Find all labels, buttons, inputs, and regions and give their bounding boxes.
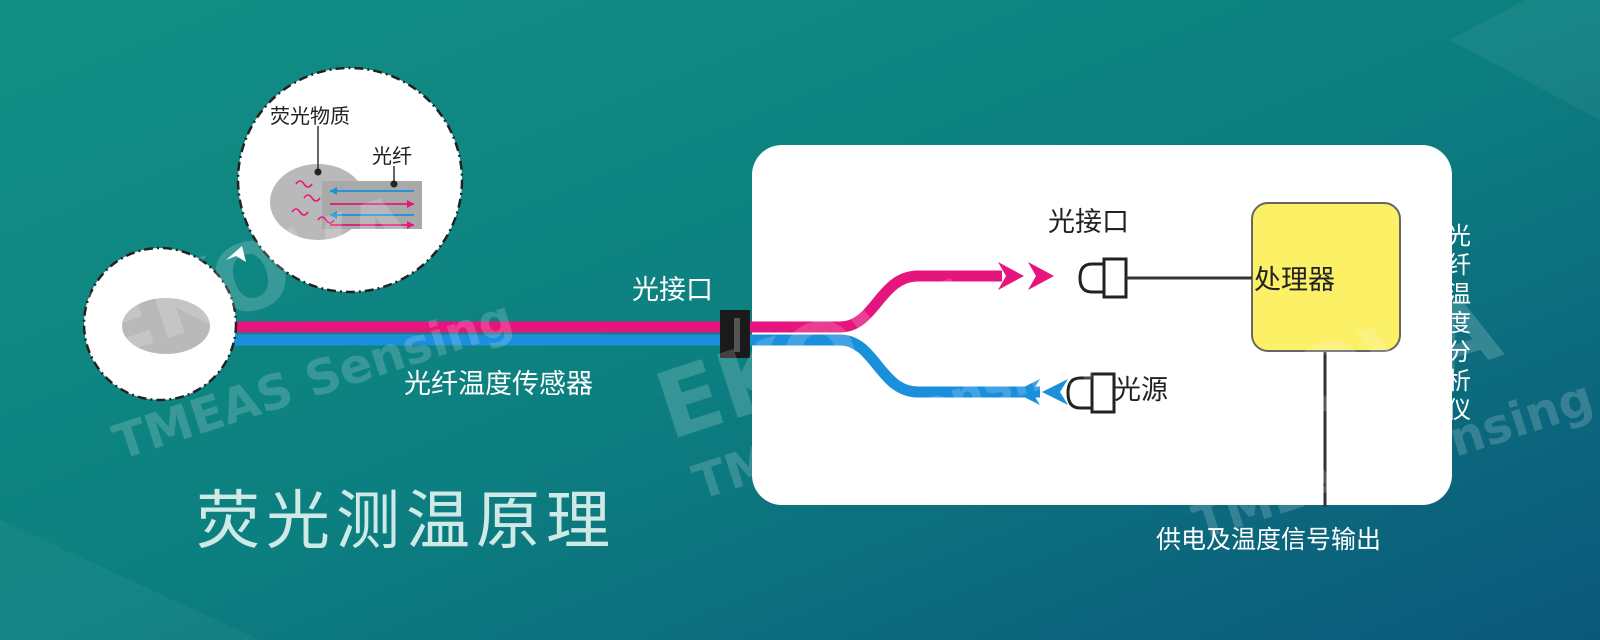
sensor-tip [122, 298, 210, 354]
sensor-label: 光纤温度传感器 [404, 369, 593, 400]
zoom-fiber-arrows [330, 187, 414, 229]
light-source-icon [1066, 372, 1116, 414]
zoom-fiber-block [322, 181, 422, 229]
magenta-arrow-icon [998, 262, 1054, 290]
connector-outside-label: 光接口 [632, 275, 713, 306]
processor-label: 处理器 [1254, 265, 1335, 296]
fluorescent-material-label: 荧光物质 [270, 104, 350, 128]
fiber-magenta-branch [839, 270, 1002, 333]
zoom-fiber-label: 光纤 [372, 144, 412, 168]
connector-inside-label: 光接口 [1048, 207, 1129, 238]
zoom-pointer-icon [226, 246, 246, 262]
output-label: 供电及温度信号输出 [1156, 525, 1382, 554]
detector-icon [1078, 257, 1128, 299]
page-title: 荧光测温原理 [196, 485, 616, 559]
zoom-emission-arrows [291, 180, 335, 224]
analyzer-label: 光纤温度分析仪 [1447, 222, 1471, 424]
light-source-label: 光源 [1114, 375, 1168, 406]
fiber-blue-branch [839, 334, 1040, 398]
blue-arrow-icon [1014, 379, 1068, 405]
